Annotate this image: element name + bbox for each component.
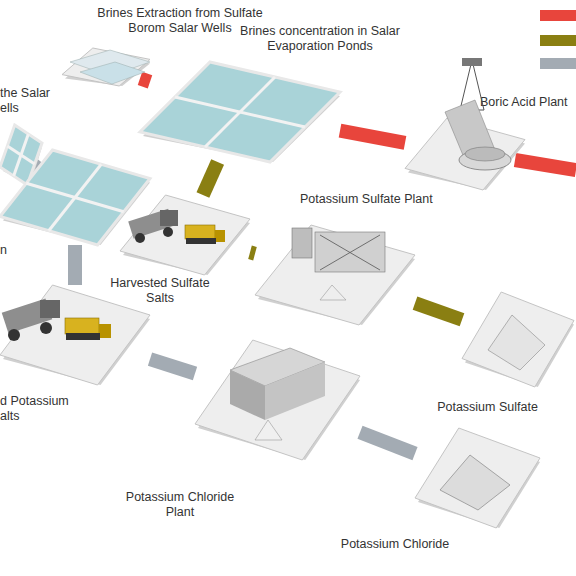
platform-tile: Potassium Sulfate Plant: [255, 225, 415, 325]
tile-shape: [195, 340, 360, 460]
platform-tile: Potassium Sulfate: [462, 292, 574, 387]
node-label: Potassium Sulfate: [430, 400, 545, 415]
node-label: Potassium Chloride: [330, 537, 460, 552]
flow-band: [68, 245, 82, 285]
flow-band: [360, 432, 415, 453]
node-label: the Salar ells: [0, 86, 60, 116]
tile-shape: [0, 150, 150, 245]
tile-shape: [462, 292, 574, 387]
node-label: Brines concentration in Salar Evaporatio…: [225, 24, 415, 54]
node-label: n: [0, 243, 20, 258]
node-label: Potassium Chloride Plant: [115, 490, 245, 520]
flow-band: [340, 131, 405, 143]
node-label: Boric Acid Plant: [480, 95, 576, 110]
platform-tile: Potassium Chloride Plant: [195, 340, 360, 460]
tile-shape: [255, 225, 415, 325]
tile-shape: [140, 62, 340, 162]
evaporation-pond: n: [0, 150, 150, 245]
legend-bar: [540, 58, 576, 69]
tile-shape: [0, 285, 150, 385]
flow-band: [150, 359, 195, 373]
node-label: Harvested Sulfate Salts: [105, 276, 215, 306]
flow-band: [203, 162, 218, 195]
tile-shape: [405, 118, 525, 190]
legend-bar: [540, 10, 576, 21]
platform-tile: d Potassium alts: [0, 285, 150, 385]
evaporation-pond: Brines concentration in Salar Evaporatio…: [140, 62, 340, 162]
platform-tile: Brines Extraction from Sulfate Borom Sal…: [62, 48, 150, 86]
flow-band: [250, 252, 255, 253]
node-label: d Potassium alts: [0, 394, 80, 424]
platform-tile: Potassium Chloride: [415, 428, 540, 528]
legend-bar: [540, 35, 576, 46]
flow-band: [140, 78, 150, 81]
tile-shape: [415, 428, 540, 528]
outgoing-line: [515, 160, 576, 170]
node-label: Potassium Sulfate Plant: [300, 192, 460, 207]
platform-tile: Boric Acid Plant: [405, 118, 525, 190]
tile-shape: [62, 48, 150, 86]
flow-band: [415, 303, 462, 320]
platform-tile: Harvested Sulfate Salts: [120, 195, 250, 275]
tile-shape: [120, 195, 250, 275]
